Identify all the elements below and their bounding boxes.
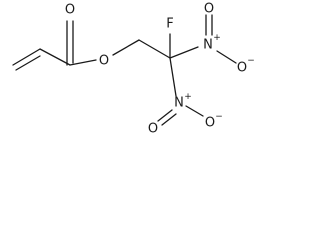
nitro2-double-bond bbox=[157, 109, 177, 126]
carbonyl-double-bond bbox=[66, 20, 74, 66]
bond-ch2-cq bbox=[138, 39, 171, 59]
structure-diagram: O O F N + O O − N + O O − bbox=[12, 2, 255, 137]
atom-ester-oxygen: O bbox=[99, 54, 109, 69]
nitro1-single-bond bbox=[216, 50, 237, 64]
nitro2-o-charge: − bbox=[215, 112, 223, 122]
bond-c3-oester bbox=[69, 59, 97, 66]
atom-fluorine: F bbox=[166, 17, 173, 32]
nitro1-o-charge: − bbox=[247, 56, 255, 66]
atom-nitro1-nitrogen: N bbox=[203, 38, 213, 53]
atom-nitro2-nitrogen: N bbox=[174, 96, 184, 111]
bond-c2-c3 bbox=[39, 48, 71, 66]
vinyl-double-bond bbox=[12, 48, 41, 71]
atom-nitro2-oxygen-double: O bbox=[148, 122, 158, 137]
atom-nitro2-oxygen-single: O bbox=[205, 116, 215, 131]
nitro2-single-bond bbox=[185, 105, 204, 117]
atom-nitro1-oxygen-double: O bbox=[204, 2, 214, 17]
nitro2-n-charge: + bbox=[184, 92, 192, 102]
nitro1-double-bond bbox=[205, 14, 213, 36]
nitro1-n-charge: + bbox=[213, 33, 221, 43]
bond-oester-ch2 bbox=[112, 39, 140, 56]
atom-nitro1-oxygen-single: O bbox=[237, 61, 247, 76]
bond-cq-n2 bbox=[169, 57, 177, 97]
bond-cq-n1 bbox=[169, 46, 199, 59]
atom-carbonyl-oxygen: O bbox=[65, 3, 75, 18]
